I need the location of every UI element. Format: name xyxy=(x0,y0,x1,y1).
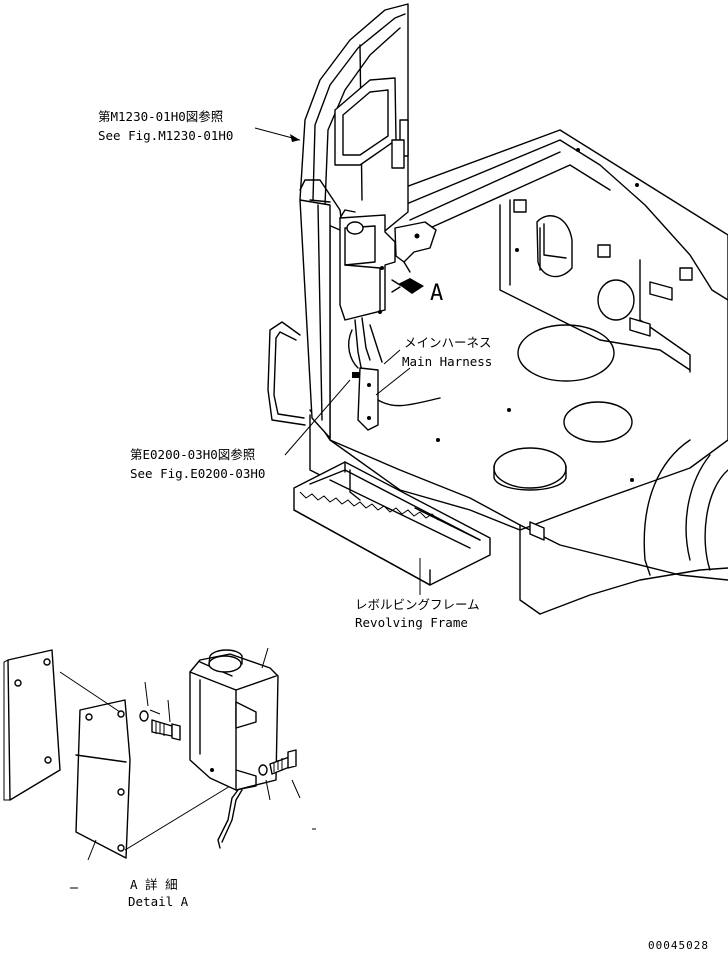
washer-tank-assembly xyxy=(339,209,441,431)
view-marker-a: A xyxy=(430,281,443,306)
labels: 第M1230-01H0図参照 See Fig.M1230-01H0 A メインハ… xyxy=(70,109,709,952)
harness-label-en: Main Harness xyxy=(402,354,492,369)
cab xyxy=(267,3,409,439)
wiring-reference-jp: 第E0200-03H0図参照 xyxy=(130,447,255,462)
detail-title-en: Detail A xyxy=(128,894,189,909)
cab-reference-en: See Fig.M1230-01H0 xyxy=(98,128,233,143)
frame-label-en: Revolving Frame xyxy=(355,615,468,630)
step-assembly xyxy=(293,461,491,586)
cab-reference-jp: 第M1230-01H0図参照 xyxy=(98,109,223,124)
wiring-reference-en: See Fig.E0200-03H0 xyxy=(130,466,265,481)
harness-label-jp: メインハーネス xyxy=(404,335,492,350)
frame-label-jp: レボルビングフレーム xyxy=(355,597,480,612)
drawing-number: 00045028 xyxy=(648,939,709,952)
detail-a xyxy=(3,647,301,861)
detail-title-jp: A 詳 細 xyxy=(130,877,178,892)
callout-leaders xyxy=(254,127,421,595)
